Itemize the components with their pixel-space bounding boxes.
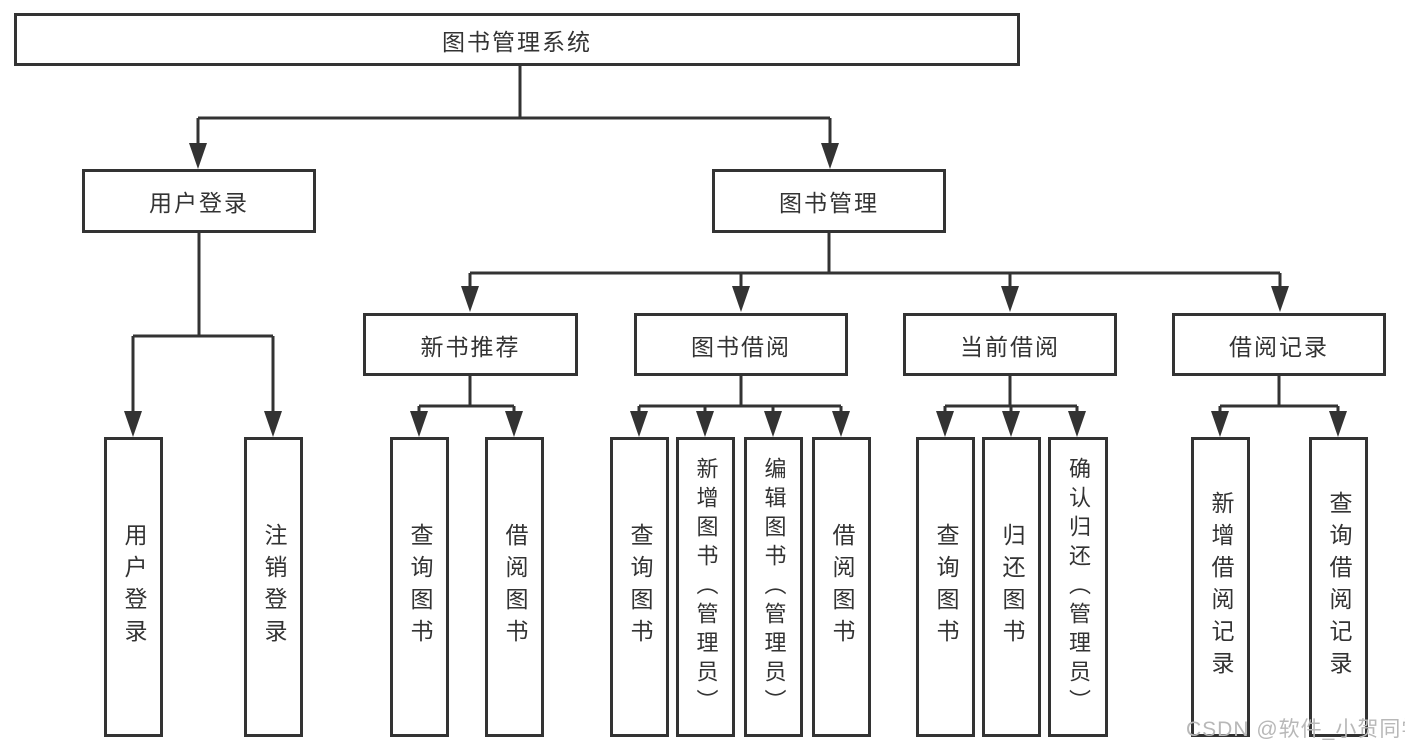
leaf-return-book-label: 归还图书 [999, 523, 1025, 651]
arrow-leaf-g3-2 [696, 411, 714, 437]
node-root: 图书管理系统 [14, 13, 1020, 66]
node-new-book-recommend: 新书推荐 [363, 313, 578, 376]
arrow-leaf-g2-1 [410, 411, 428, 437]
csdn-watermark: CSDN @软件_小贺同学 [1186, 718, 1405, 741]
leaf-query-book-1: 查询图书 [390, 437, 449, 737]
leaf-query-book-3-label: 查询图书 [933, 523, 959, 651]
leaf-edit-book-admin-label: 编辑图书（管理员） [761, 456, 787, 718]
node-new-book-recommend-label: 新书推荐 [420, 333, 521, 360]
connector-book-borrow-split [637, 375, 843, 415]
leaf-borrow-book-1-label: 借阅图书 [502, 523, 528, 651]
leaf-add-book-admin-label: 新增图书（管理员） [693, 456, 719, 718]
arrow-leaf-g4-2 [1002, 411, 1020, 437]
arrow-leaf-g3-3 [764, 411, 782, 437]
node-book-borrow: 图书借阅 [634, 313, 848, 376]
connector-current-borrow-split [943, 375, 1079, 415]
leaf-query-borrow-record-label: 查询借阅记录 [1326, 491, 1352, 683]
leaf-query-borrow-record: 查询借阅记录 [1309, 437, 1368, 737]
node-root-label: 图书管理系统 [442, 28, 592, 55]
arrow-leaf-g2-2 [505, 411, 523, 437]
leaf-edit-book-admin: 编辑图书（管理员） [744, 437, 803, 737]
arrow-leaf-g3-1 [630, 411, 648, 437]
arrow-leaf-g4-1 [936, 411, 954, 437]
arrow-level3-4 [1271, 286, 1289, 312]
leaf-confirm-return-admin: 确认归还（管理员） [1048, 437, 1108, 737]
connector-root-split [196, 66, 832, 147]
connector-book-mgmt-split [468, 233, 1282, 290]
leaf-borrow-book-1: 借阅图书 [485, 437, 544, 737]
leaf-borrow-book-2-label: 借阅图书 [829, 523, 855, 651]
arrow-user-login-node [189, 143, 207, 169]
arrow-level3-2 [732, 286, 750, 312]
leaf-add-borrow-record-label: 新增借阅记录 [1208, 491, 1234, 683]
leaf-user-login-label: 用户登录 [121, 523, 147, 651]
leaf-return-book: 归还图书 [982, 437, 1041, 737]
node-current-borrow: 当前借阅 [903, 313, 1117, 376]
leaf-add-borrow-record: 新增借阅记录 [1191, 437, 1250, 737]
arrow-leaf-g4-3 [1068, 411, 1086, 437]
leaf-add-book-admin: 新增图书（管理员） [676, 437, 735, 737]
connector-new-book-split [417, 375, 516, 415]
arrow-book-mgmt-node [821, 143, 839, 169]
node-current-borrow-label: 当前借阅 [960, 333, 1060, 360]
node-borrow-record-label: 借阅记录 [1229, 333, 1329, 360]
leaf-confirm-return-admin-label: 确认归还（管理员） [1066, 456, 1091, 718]
node-user-login-label: 用户登录 [149, 190, 249, 216]
leaf-query-book-1-label: 查询图书 [407, 523, 433, 651]
arrow-leaf-g3-4 [832, 411, 850, 437]
arrow-leaf-g5-2 [1329, 411, 1347, 437]
node-borrow-record: 借阅记录 [1172, 313, 1386, 376]
leaf-query-book-2: 查询图书 [610, 437, 669, 737]
leaf-query-book-2-label: 查询图书 [627, 523, 653, 651]
node-book-management-label: 图书管理 [779, 190, 879, 216]
arrow-leaf-g5-1 [1211, 411, 1229, 437]
leaf-logout-label: 注销登录 [261, 523, 287, 651]
connector-user-login-split [131, 233, 275, 415]
leaf-borrow-book-2: 借阅图书 [812, 437, 871, 737]
leaf-query-book-3: 查询图书 [916, 437, 975, 737]
arrow-leaf-login [124, 411, 142, 437]
node-user-login: 用户登录 [82, 169, 316, 233]
arrow-leaf-logout [264, 411, 282, 437]
node-book-management: 图书管理 [712, 169, 946, 233]
arrow-level3-3 [1001, 286, 1019, 312]
arrow-level3-1 [461, 286, 479, 312]
node-book-borrow-label: 图书借阅 [691, 333, 791, 360]
connector-borrow-record-split [1218, 375, 1340, 415]
leaf-logout: 注销登录 [244, 437, 303, 737]
leaf-user-login: 用户登录 [104, 437, 163, 737]
